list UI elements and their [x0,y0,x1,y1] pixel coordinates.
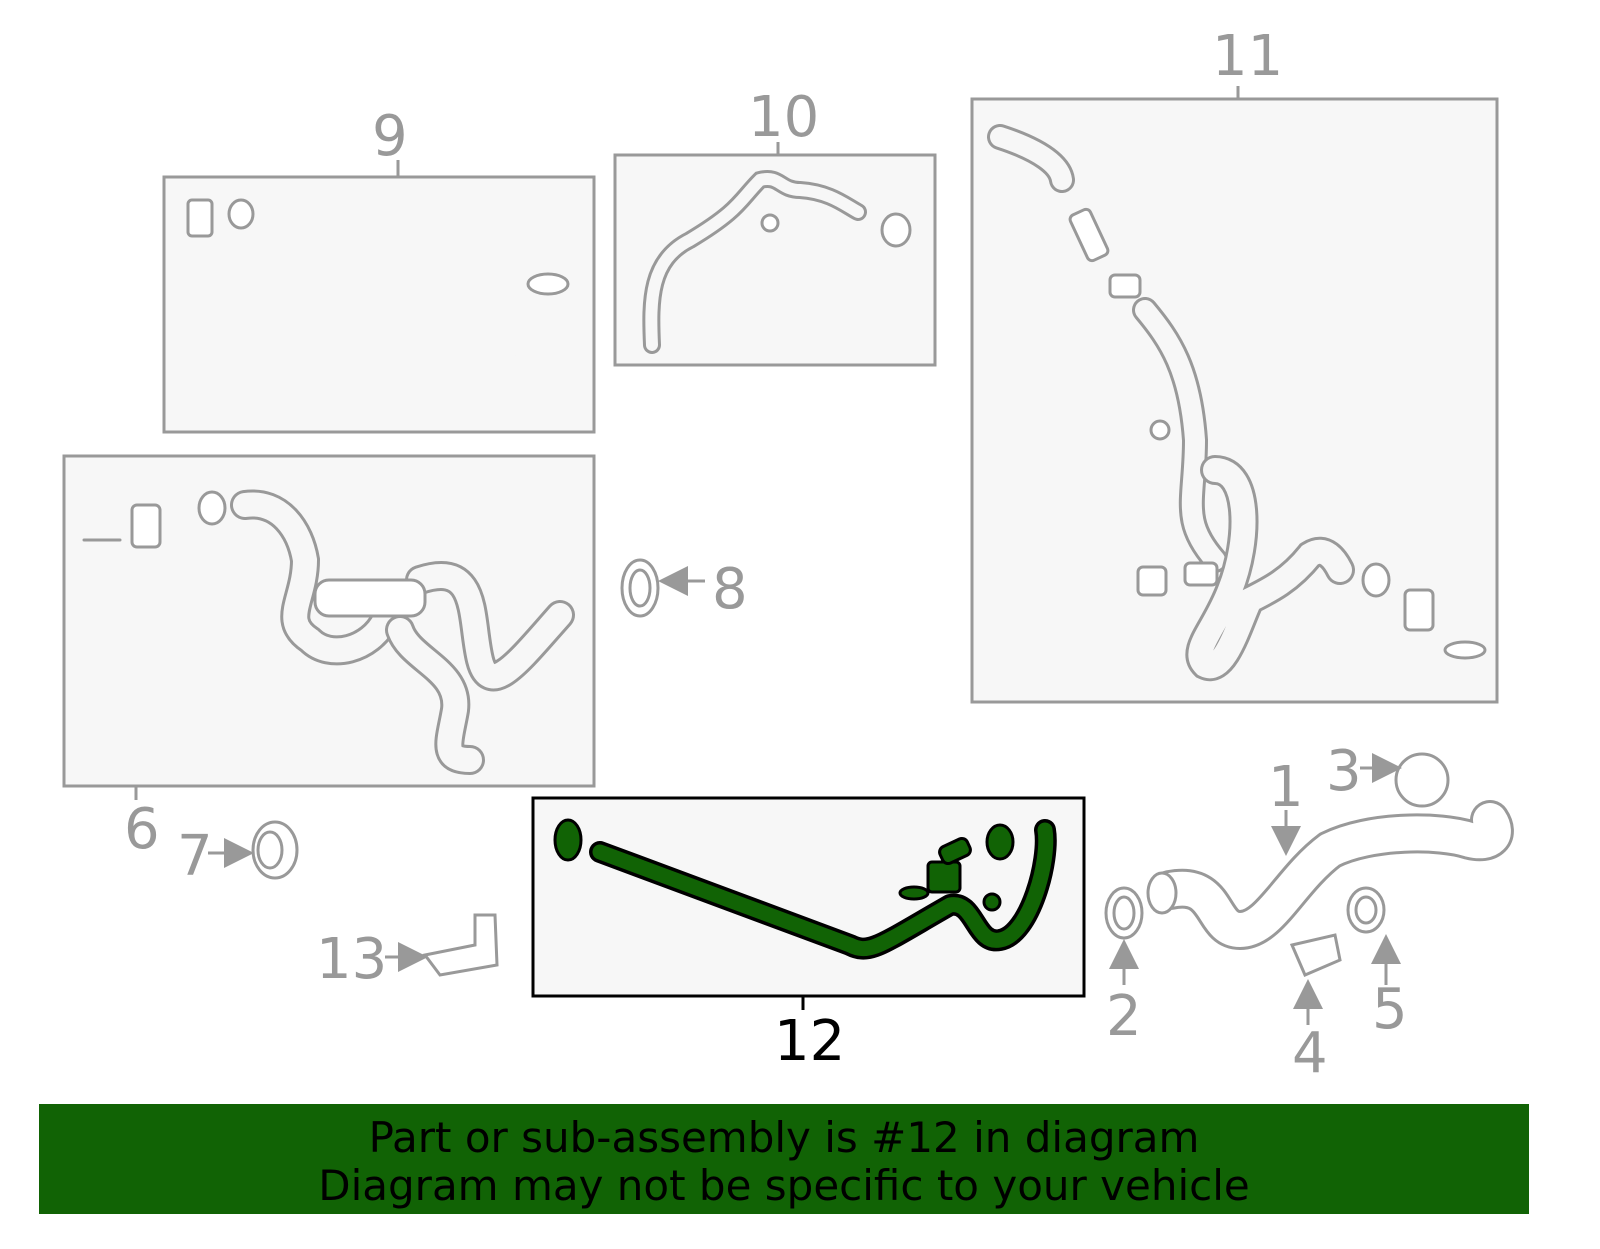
callout-6: 6 [124,797,160,862]
banner-line-1: Part or sub-assembly is #12 in diagram [368,1113,1200,1162]
part-11-assembly[interactable] [970,86,1499,704]
callout-7: 7 [177,824,213,889]
part-7-seal[interactable] [251,820,299,880]
part-6-assembly[interactable] [62,454,596,800]
callout-5: 5 [1372,977,1408,1042]
banner-line-2: Diagram may not be specific to your vehi… [318,1161,1250,1210]
callout-12: 12 [774,1009,845,1074]
part-5-clamp[interactable] [1346,886,1386,934]
part-13-bracket[interactable] [422,913,499,977]
callout-1: 1 [1268,755,1304,820]
callout-13: 13 [316,927,387,992]
part-8-clamp[interactable] [620,558,660,618]
callout-4: 4 [1292,1021,1328,1086]
callout-11: 11 [1212,24,1283,89]
part-2-clamp[interactable] [1104,886,1144,940]
callout-2: 2 [1106,984,1142,1049]
part-10-assembly[interactable] [613,142,937,367]
part-3-cap[interactable] [1394,752,1450,808]
callout-3: 3 [1326,739,1362,804]
part-9-assembly[interactable] [162,160,596,434]
callout-9: 9 [372,104,408,169]
part-4-bracket[interactable] [1289,933,1342,977]
info-banner: Part or sub-assembly is #12 in diagram D… [39,1104,1529,1214]
part-1-hose[interactable] [1146,800,1514,951]
callout-10: 10 [748,85,819,150]
part-12-assembly[interactable] [531,796,1086,1010]
callout-8: 8 [712,557,748,622]
